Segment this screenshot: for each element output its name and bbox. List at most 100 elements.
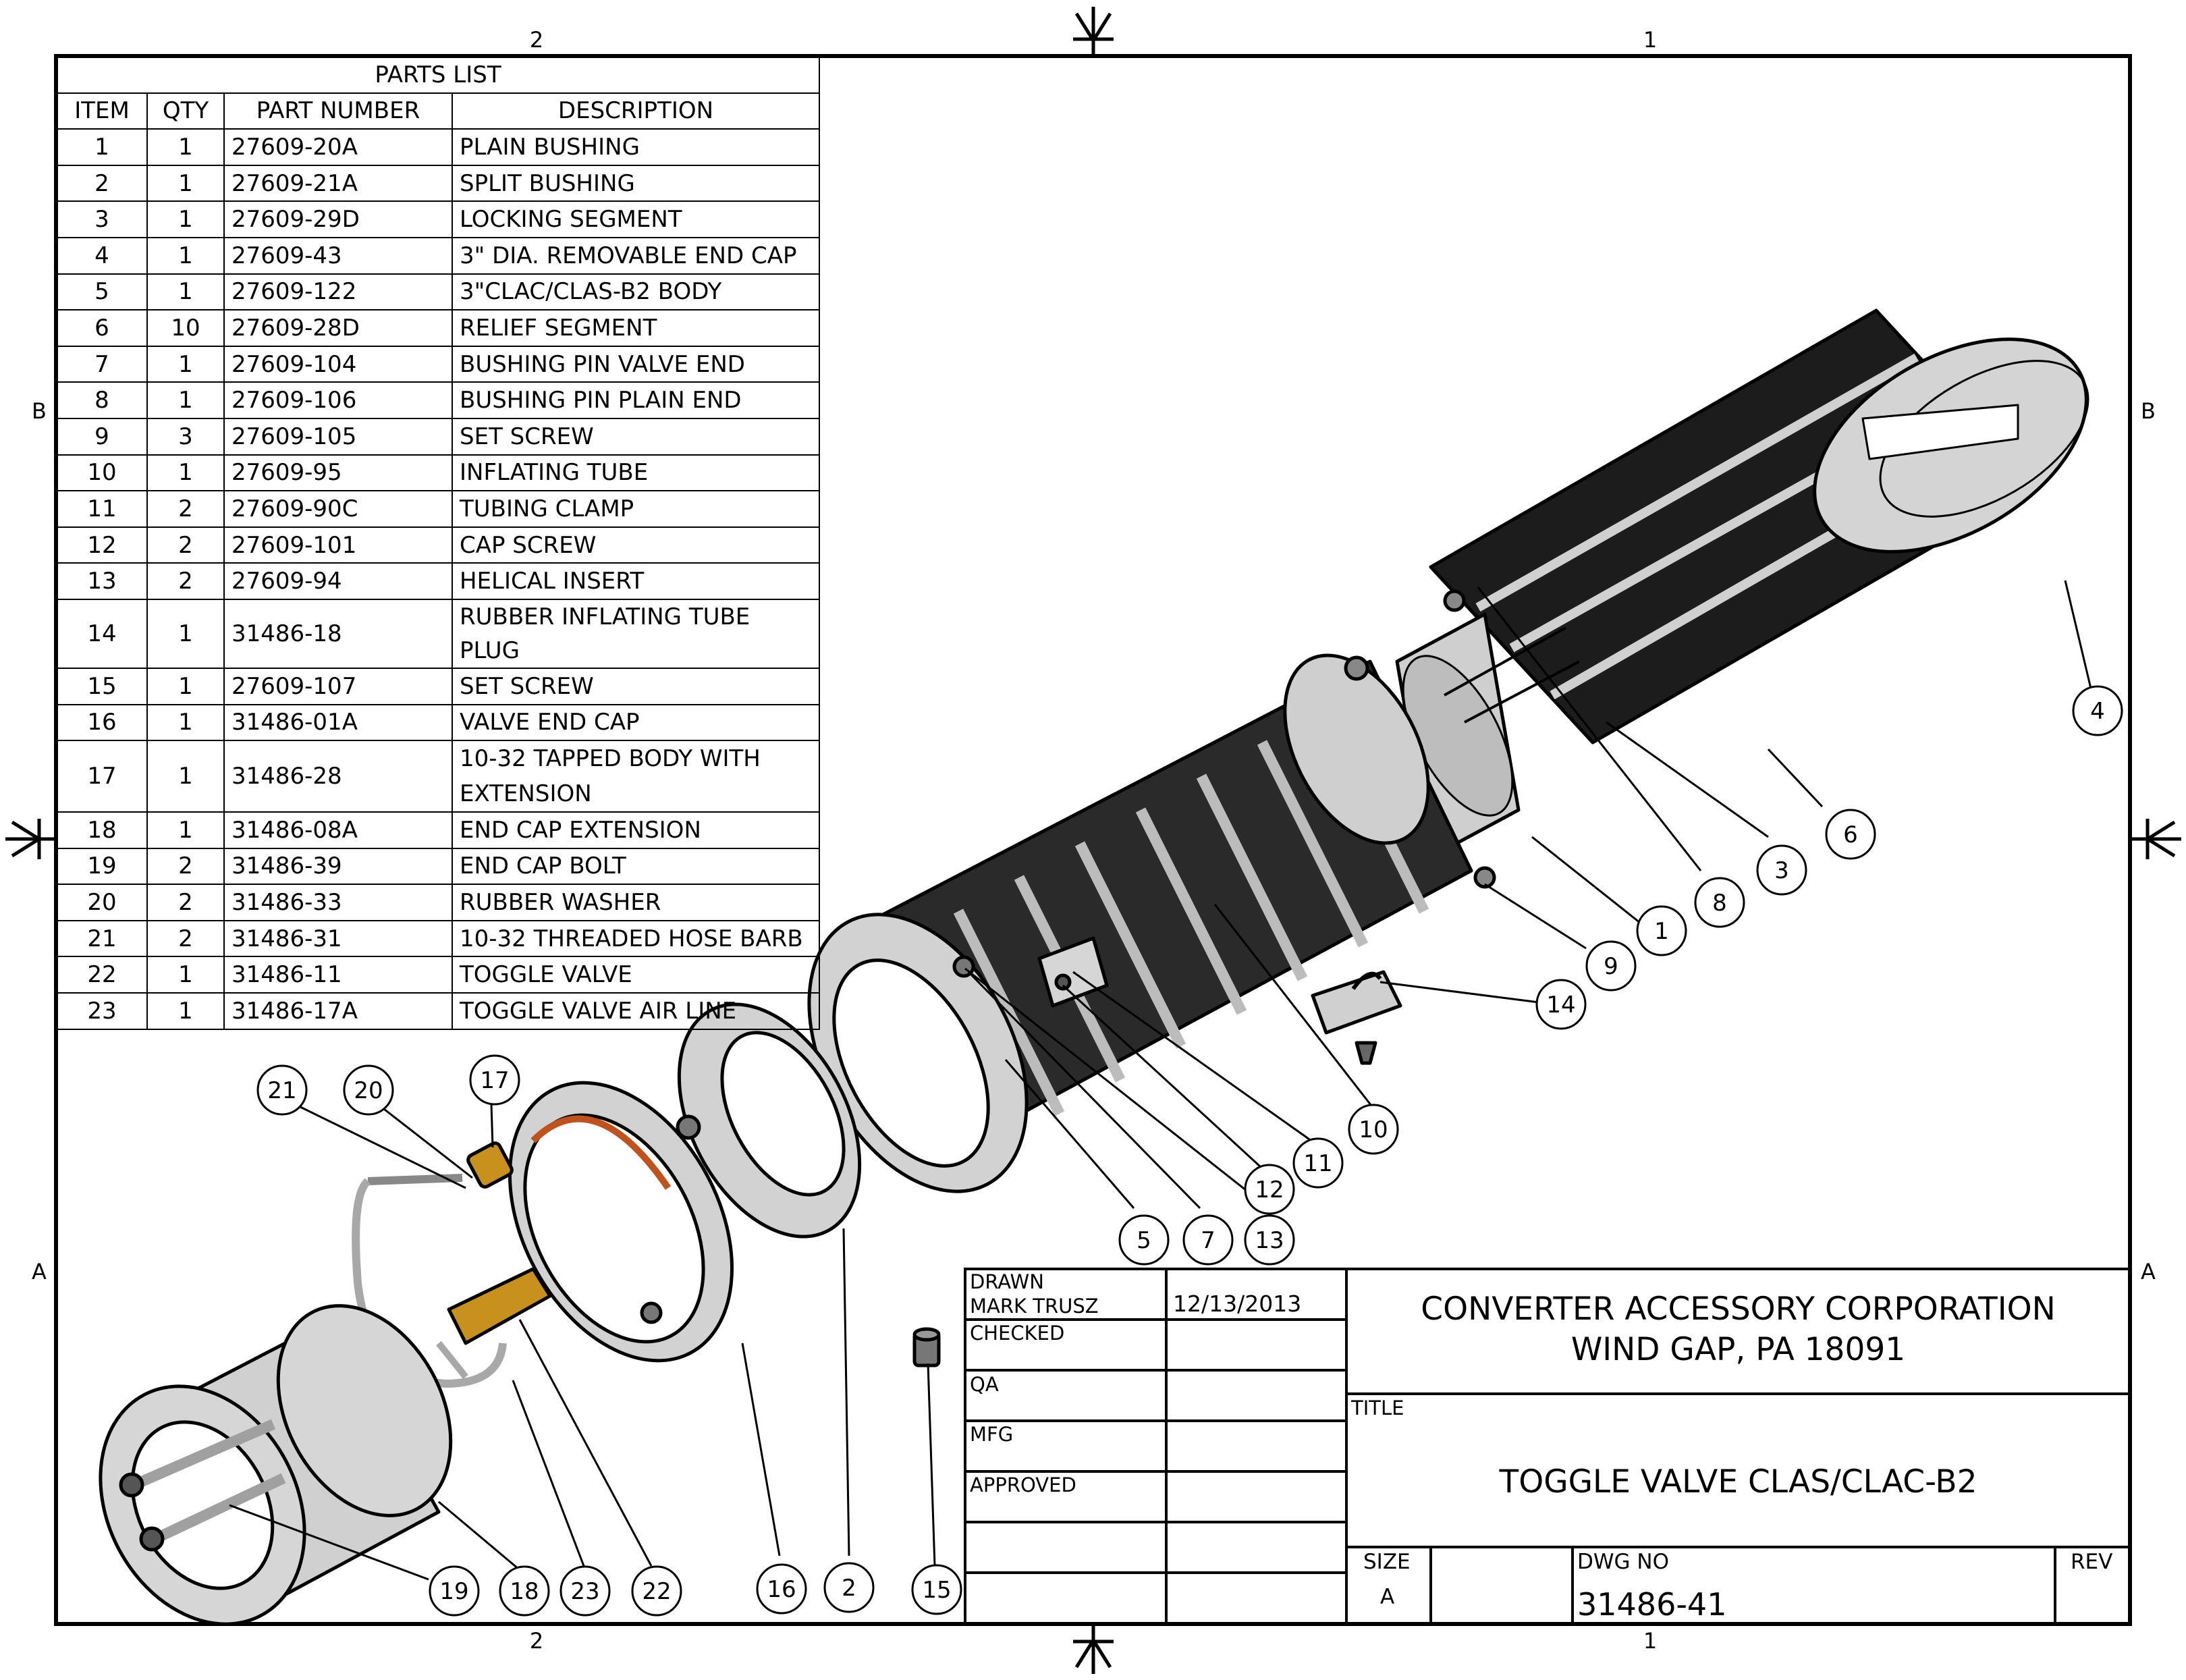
part-number: 27609-106 (223, 381, 453, 419)
part-description: RELIEF SEGMENT (452, 309, 820, 347)
svg-text:21: 21 (267, 1077, 296, 1104)
balloon-7: 7 (1182, 1214, 1234, 1266)
leader-line-23 (512, 1380, 585, 1567)
balloon-9: 9 (1585, 940, 1637, 992)
part-description: LOCKING SEGMENT (452, 200, 820, 238)
part-item: 12 (56, 526, 148, 564)
part-description: 10-32 TAPPED BODY WITH EXTENSION (452, 740, 820, 813)
leader-line-2 (842, 1228, 850, 1556)
leader-line-10 (1213, 904, 1375, 1109)
svg-text:16: 16 (767, 1576, 796, 1603)
drawn-label: DRAWN (970, 1270, 1044, 1293)
part-number: 27609-90C (223, 490, 453, 528)
drawn-by: MARK TRUSZ (970, 1295, 1099, 1318)
split-bushing (677, 1002, 862, 1239)
part-description: TOGGLE VALVE AIR LINE (452, 992, 820, 1030)
balloon-19: 19 (429, 1565, 480, 1617)
part-qty: 1 (146, 200, 225, 238)
part-qty: 2 (146, 490, 225, 528)
toggle-valve (352, 1141, 552, 1388)
part-qty: 1 (146, 598, 225, 669)
part-qty: 1 (146, 667, 225, 705)
part-qty: 1 (146, 703, 225, 742)
part-qty: 2 (146, 526, 225, 564)
part-number: 31486-28 (223, 740, 453, 813)
part-number: 27609-29D (223, 200, 453, 238)
title-block-grid (964, 1268, 2131, 1625)
part-item: 4 (56, 236, 148, 275)
zone-label-top-1: 1 (1643, 27, 1657, 53)
leader-line-12 (1062, 984, 1270, 1176)
balloons: 1 2 3 4 5 6 7 8 9 10 11 12 13 14 15 16 1… (256, 685, 2123, 1617)
balloon-3: 3 (1756, 844, 1807, 896)
part-item: 5 (56, 273, 148, 311)
balloon-14: 14 (1535, 979, 1587, 1030)
svg-text:14: 14 (1546, 992, 1575, 1019)
part-description: BUSHING PIN PLAIN END (452, 381, 820, 419)
assembly-illustration (99, 308, 2089, 1626)
part-description: VALVE END CAP (452, 703, 820, 742)
part-description: END CAP BOLT (452, 847, 820, 886)
balloon-17: 17 (469, 1054, 520, 1106)
part-item: 20 (56, 884, 148, 921)
part-qty: 3 (146, 417, 225, 456)
part-qty: 1 (146, 381, 225, 419)
size-value: A (1380, 1585, 1395, 1609)
part-qty: 1 (146, 345, 225, 383)
svg-text:10: 10 (1359, 1116, 1388, 1143)
part-description: 3"CLAC/CLAS-B2 BODY (452, 273, 820, 311)
part-qty: 1 (146, 956, 225, 994)
centering-mark-bottom (1073, 1624, 1114, 1674)
part-description: SET SCREW (452, 667, 820, 705)
part-item: 16 (56, 703, 148, 742)
leader-line-7 (967, 971, 1201, 1210)
part-description: RUBBER WASHER (452, 884, 820, 921)
zone-label-right-B: B (2141, 398, 2156, 424)
part-description: TUBING CLAMP (452, 490, 820, 528)
dwg-no-label: DWG NO (1577, 1550, 1669, 1574)
balloon-12: 12 (1244, 1164, 1295, 1215)
mfg-label: MFG (970, 1423, 1014, 1446)
balloon-8: 8 (1694, 877, 1745, 928)
valve-end-cap (508, 1081, 734, 1363)
part-number: 27609-105 (223, 417, 453, 456)
balloon-2: 2 (823, 1562, 875, 1613)
balloon-20: 20 (343, 1064, 394, 1116)
part-qty: 10 (146, 309, 225, 347)
svg-text:12: 12 (1255, 1176, 1284, 1203)
part-qty: 1 (146, 273, 225, 311)
part-qty: 2 (146, 884, 225, 921)
part-number: 27609-101 (223, 526, 453, 564)
zone-label-left-B: B (32, 398, 47, 424)
balloon-1: 1 (1636, 905, 1687, 956)
zone-label-top-2: 2 (530, 27, 543, 53)
part-item: 21 (56, 919, 148, 958)
part-description: PLAIN BUSHING (452, 128, 820, 166)
part-number: 27609-122 (223, 273, 453, 311)
svg-text:23: 23 (570, 1578, 599, 1605)
balloon-23: 23 (559, 1565, 611, 1617)
part-number: 27609-107 (223, 667, 453, 705)
leader-line-4 (2064, 580, 2092, 689)
part-item: 18 (56, 811, 148, 849)
part-number: 27609-28D (223, 309, 453, 347)
leader-line-1 (1531, 836, 1647, 929)
svg-text:19: 19 (439, 1578, 468, 1605)
drawn-date: 12/13/2013 (1173, 1291, 1302, 1317)
part-qty: 1 (146, 740, 225, 813)
part-qty: 1 (146, 811, 225, 849)
drawing-title: TOGGLE VALVE CLAS/CLAC-B2 (1499, 1463, 1977, 1500)
